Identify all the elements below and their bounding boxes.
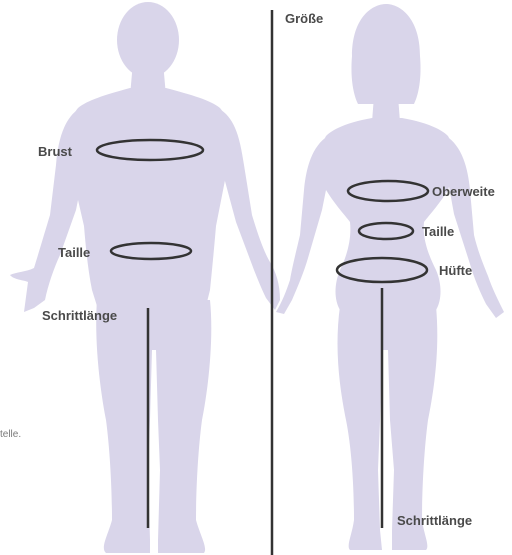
height-label: Größe	[285, 12, 323, 25]
male-legs	[96, 300, 211, 553]
female-head	[351, 4, 420, 104]
cut-off-text: telle.	[0, 430, 21, 440]
female-left-arm	[276, 136, 330, 314]
male-inseam-label: Schrittlänge	[42, 309, 117, 322]
male-left-arm	[10, 108, 84, 312]
female-inseam-label: Schrittlänge	[397, 514, 472, 527]
female-waist-label: Taille	[422, 225, 454, 238]
male-right-arm	[218, 108, 280, 310]
female-right-arm	[446, 136, 504, 318]
female-bust-label: Oberweite	[432, 185, 495, 198]
male-waist-label: Taille	[58, 246, 90, 259]
male-torso	[68, 88, 230, 306]
male-silhouette	[10, 2, 280, 553]
male-chest-label: Brust	[38, 145, 72, 158]
female-hips-label: Hüfte	[439, 264, 472, 277]
